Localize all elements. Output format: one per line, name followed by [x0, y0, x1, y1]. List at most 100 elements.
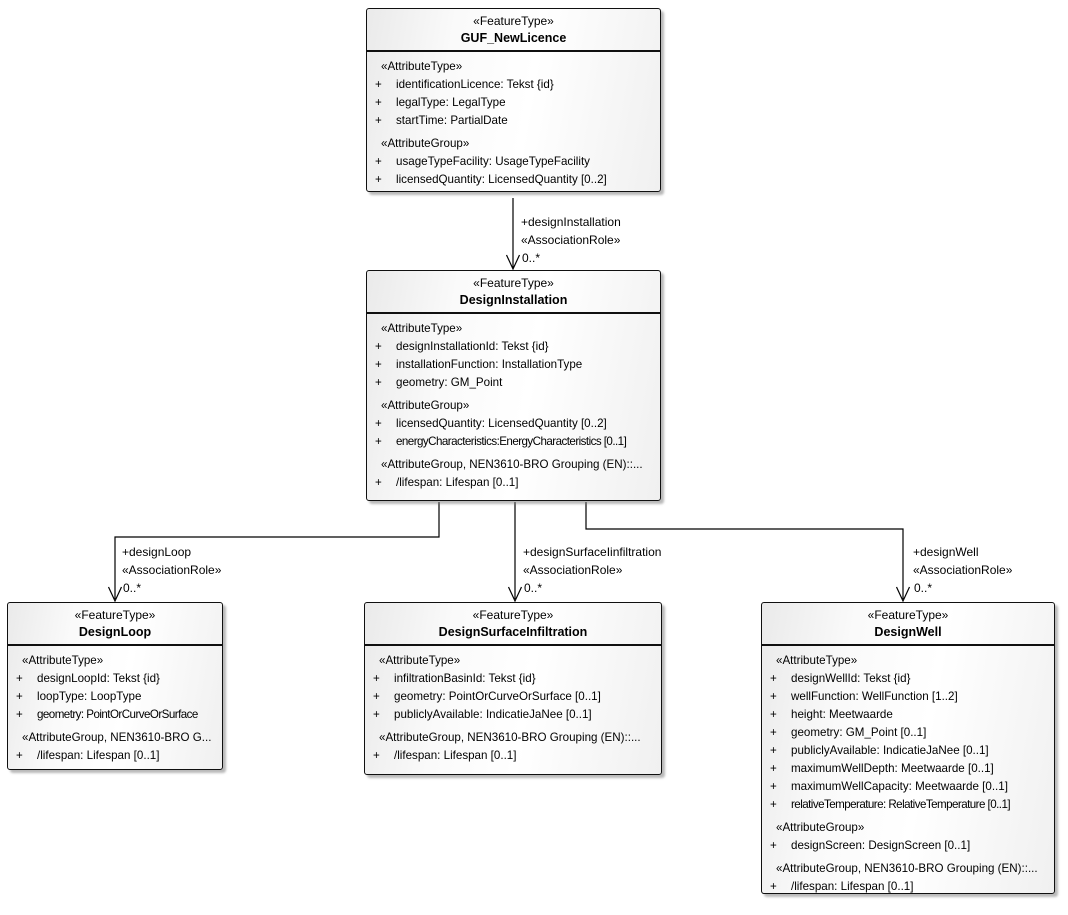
- visibility-plus: +: [373, 749, 380, 762]
- visibility-plus: +: [375, 417, 382, 430]
- attribute-text: /lifespan: Lifespan [0..1]: [791, 880, 914, 893]
- association-label-design-well[interactable]: +designWell «AssociationRole» 0..*: [913, 543, 1012, 597]
- attribute-text: height: Meetwaarde: [791, 708, 893, 721]
- association-label-design-loop[interactable]: +designLoop «AssociationRole» 0..*: [122, 543, 221, 597]
- attribute-row[interactable]: +geometry: PointOrCurveOrSurface: [13, 706, 217, 724]
- stereotype-group-row[interactable]: «AttributeGroup»: [776, 821, 865, 834]
- association-multiplicity: 0..*: [524, 581, 543, 595]
- stereotype-group-row[interactable]: «AttributeType»: [776, 654, 858, 667]
- class-name: DesignLoop: [78, 625, 152, 639]
- attribute-text: geometry: PointOrCurveOrSurface [0..1]: [394, 690, 601, 703]
- attribute-row[interactable]: +designInstallationId: Tekst {id}: [372, 338, 655, 356]
- attribute-row[interactable]: +infiltrationBasinId: Tekst {id}: [370, 670, 656, 688]
- attribute-row[interactable]: +licensedQuantity: LicensedQuantity [0..…: [372, 415, 655, 433]
- class-attributes: «AttributeType» +infiltrationBasinId: Tek…: [365, 646, 661, 768]
- stereotype-group-row[interactable]: «AttributeGroup, NEN3610-BRO Grouping (E…: [379, 731, 641, 744]
- visibility-plus: +: [770, 744, 777, 757]
- attribute-row[interactable]: + publiclyAvailable: IndicatieJaNee [0..1…: [370, 706, 656, 724]
- attribute-text: publiclyAvailable: IndicatieJaNee [0..1]: [394, 708, 592, 721]
- attribute-row[interactable]: +startTime: PartialDate: [372, 112, 655, 130]
- attribute-text: legalType: LegalType: [396, 96, 506, 109]
- visibility-plus: +: [770, 780, 777, 793]
- attribute-row[interactable]: + designLoopId: Tekst {id}: [13, 670, 217, 688]
- attribute-row[interactable]: + /lifespan: Lifespan [0..1]: [767, 878, 1049, 896]
- attribute-text: designLoopId: Tekst {id}: [37, 672, 160, 685]
- attribute-text: installationFunction: InstallationType: [396, 358, 583, 371]
- attribute-row[interactable]: +wellFunction: WellFunction [1..2]: [767, 688, 1049, 706]
- visibility-plus: +: [770, 726, 777, 739]
- stereotype-group-row[interactable]: «AttributeType»: [379, 654, 461, 667]
- stereotype-group-row[interactable]: «AttributeGroup, NEN3610-BRO Grouping (E…: [776, 862, 1038, 875]
- connector-design-surface-infiltration[interactable]: [507, 502, 523, 603]
- attribute-row[interactable]: +legalType: LegalType: [372, 94, 655, 112]
- attribute-row[interactable]: +geometry: PointOrCurveOrSurface [0..1]: [370, 688, 656, 706]
- attribute-row[interactable]: +identificationLicence: Tekst {id}: [372, 76, 655, 94]
- attribute-row[interactable]: +usageTypeFacility: UsageTypeFacility: [372, 153, 655, 171]
- attribute-row[interactable]: +designScreen: DesignScreen [0..1]: [767, 837, 1049, 855]
- connector-design-installation[interactable]: [505, 198, 521, 271]
- attribute-row[interactable]: +designWellId: Tekst {id}: [767, 670, 1049, 688]
- visibility-plus: +: [375, 358, 382, 371]
- association-label-design-surface-infiltration[interactable]: +designSurfaceIinfiltration «Association…: [523, 543, 661, 597]
- visibility-plus: +: [375, 155, 382, 168]
- visibility-plus: +: [373, 708, 380, 721]
- attribute-row[interactable]: +/lifespan: Lifespan [0..1]: [370, 747, 656, 765]
- visibility-plus: +: [375, 376, 382, 389]
- class-stereotype: «FeatureType»: [472, 608, 554, 622]
- attribute-text: designWellId: Tekst {id}: [791, 672, 911, 685]
- stereotype-group-row[interactable]: «AttributeGroup»: [381, 137, 470, 150]
- visibility-plus: +: [16, 708, 23, 721]
- visibility-plus: +: [375, 435, 382, 448]
- association-stereotype: «AssociationRole»: [913, 563, 1013, 577]
- attribute-row[interactable]: +height: Meetwaarde: [767, 706, 1049, 724]
- stereotype-group-row[interactable]: «AttributeGroup, NEN3610-BRO G...: [22, 731, 212, 744]
- attribute-row[interactable]: +/lifespan: Lifespan [0..1]: [13, 747, 217, 765]
- attribute-row[interactable]: +publiclyAvailable: IndicatieJaNee [0..1…: [767, 742, 1049, 760]
- class-design-installation[interactable]: «FeatureType» DesignInstallation «Attrib…: [366, 270, 661, 501]
- attribute-row[interactable]: +maximumWellDepth: Meetwaarde [0..1]: [767, 760, 1049, 778]
- attribute-row[interactable]: +loopType: LoopType: [13, 688, 217, 706]
- visibility-plus: +: [375, 476, 382, 489]
- attribute-text: geometry: GM_Point [0..1]: [791, 726, 927, 739]
- class-name: DesignInstallation: [459, 293, 568, 307]
- visibility-plus: +: [770, 880, 777, 893]
- attribute-row[interactable]: +relativeTemperature: RelativeTemperatur…: [767, 796, 1049, 814]
- class-attributes: «AttributeType»+designWellId: Tekst {id}…: [762, 646, 1054, 899]
- class-header: «FeatureType» DesignWell: [762, 603, 1054, 646]
- association-multiplicity: 0..*: [522, 251, 541, 265]
- connector-design-loop[interactable]: [107, 502, 440, 603]
- visibility-plus: +: [16, 672, 23, 685]
- visibility-plus: +: [375, 173, 382, 186]
- attribute-row[interactable]: +energyCharacteristics:EnergyCharacteris…: [372, 433, 655, 451]
- attribute-text: startTime: PartialDate: [396, 114, 508, 127]
- class-guf-newlicence[interactable]: «FeatureType» GUF_NewLicence «AttributeT…: [366, 8, 661, 192]
- association-multiplicity: 0..*: [123, 581, 142, 595]
- attribute-row[interactable]: + licensedQuantity: LicensedQuantity [0..…: [372, 171, 655, 189]
- visibility-plus: +: [770, 839, 777, 852]
- stereotype-group-row[interactable]: «AttributeGroup, NEN3610-BRO Grouping (E…: [381, 458, 643, 471]
- attribute-row[interactable]: +maximumWellCapacity: Meetwaarde [0..1]: [767, 778, 1049, 796]
- association-stereotype: «AssociationRole»: [521, 233, 621, 247]
- class-stereotype: «FeatureType»: [473, 14, 554, 28]
- attribute-row[interactable]: + geometry: GM_Point [0..1]: [767, 724, 1049, 742]
- attribute-row[interactable]: +/lifespan: Lifespan [0..1]: [372, 474, 655, 492]
- attribute-text: relativeTemperature: RelativeTemperature…: [791, 798, 1011, 811]
- attribute-row[interactable]: + installationFunction: InstallationType: [372, 356, 655, 374]
- class-design-well[interactable]: «FeatureType» DesignWell «AttributeType»…: [761, 602, 1055, 894]
- attribute-text: licensedQuantity: LicensedQuantity [0..2…: [396, 173, 607, 186]
- class-attributes: «AttributeType» +identificationLicence: T…: [367, 52, 660, 192]
- class-design-surface-infiltration[interactable]: «FeatureType» DesignSurfaceInfiltration …: [364, 602, 662, 775]
- association-label-design-installation[interactable]: +designInstallation «AssociationRole» 0.…: [521, 213, 621, 267]
- connector-design-well[interactable]: [585, 502, 911, 603]
- stereotype-group-row[interactable]: «AttributeType»: [381, 322, 463, 335]
- attribute-row[interactable]: +geometry: GM_Point: [372, 374, 655, 392]
- class-attributes: «AttributeType» + designLoopId: Tekst {id}…: [8, 646, 222, 768]
- association-stereotype: «AssociationRole»: [523, 563, 623, 577]
- stereotype-group-row[interactable]: «AttributeType»: [22, 654, 104, 667]
- class-design-loop[interactable]: «FeatureType» DesignLoop «AttributeType»…: [7, 602, 223, 770]
- stereotype-group-row[interactable]: «AttributeType»: [381, 60, 463, 73]
- stereotype-group-row[interactable]: «AttributeGroup»: [381, 399, 470, 412]
- visibility-plus: +: [16, 749, 23, 762]
